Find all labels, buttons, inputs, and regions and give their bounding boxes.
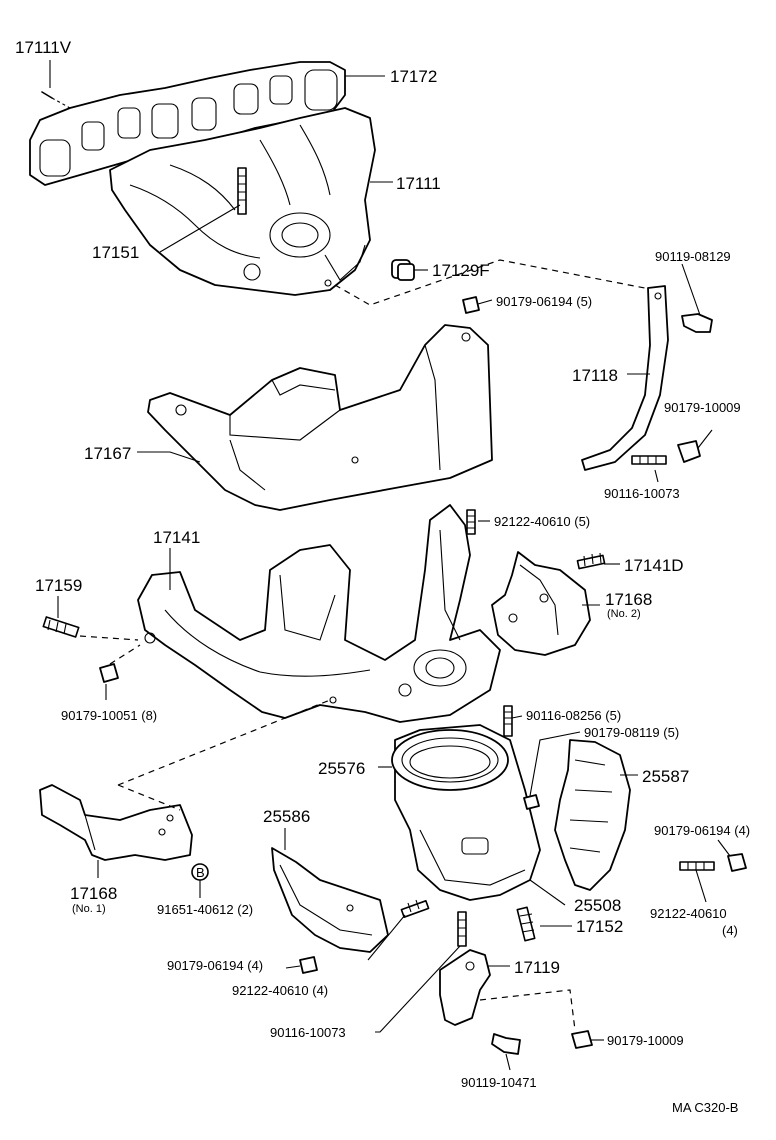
diagram-reference-code: MA C320-B bbox=[672, 1100, 738, 1115]
label-17141D: 17141D bbox=[624, 556, 684, 575]
label-92122-40610-4: 92122-40610 (4) bbox=[232, 983, 328, 998]
stud-90116-10073-b bbox=[457, 911, 467, 947]
leader-lines bbox=[57, 75, 731, 1071]
label-25587: 25587 bbox=[642, 767, 689, 786]
stud-92122-40610-b bbox=[679, 861, 715, 871]
heat-insulator-17167 bbox=[147, 324, 493, 511]
label-25576: 25576 bbox=[318, 759, 365, 778]
nut-dash-90179-10051 bbox=[109, 644, 141, 665]
bolt-90119-08129 bbox=[681, 313, 713, 333]
label-92122-40610-right-qty: (4) bbox=[722, 923, 738, 938]
label-90179-06194-5: 90179-06194 (5) bbox=[496, 294, 592, 309]
label-90179-10009-a: 90179-10009 bbox=[664, 400, 741, 415]
nut-90179-10051 bbox=[99, 663, 119, 683]
label-no1: (No. 1) bbox=[72, 903, 106, 915]
stud-17152 bbox=[516, 906, 536, 942]
label-17168-no1: 17168 bbox=[70, 884, 117, 903]
stud-92122-40610-5 bbox=[466, 509, 476, 535]
stud-17151 bbox=[237, 167, 247, 215]
clip-91651-40612: B bbox=[191, 863, 209, 881]
stud-17159 bbox=[42, 616, 80, 638]
bolt-90119-10471 bbox=[491, 1033, 521, 1055]
manifold-stay-17118 bbox=[581, 285, 669, 471]
stud-90116-08256 bbox=[503, 705, 513, 737]
label-90116-10073-a: 90116-10073 bbox=[604, 486, 680, 501]
label-90179-08119-5: 90179-08119 (5) bbox=[584, 725, 679, 740]
connector-line-top bbox=[334, 259, 656, 306]
circle-b-mark: B bbox=[196, 865, 205, 880]
heat-insulator-25586 bbox=[271, 847, 389, 953]
label-25586: 25586 bbox=[263, 807, 310, 826]
nut-90179-06194-5 bbox=[462, 296, 480, 314]
dowel-pin-17111V bbox=[41, 60, 71, 109]
label-17167: 17167 bbox=[84, 444, 131, 463]
connector-line-middle bbox=[117, 699, 331, 786]
label-17118: 17118 bbox=[572, 366, 618, 385]
bolt-90179-06194-4b bbox=[727, 853, 747, 872]
label-90116-10073-b: 90116-10073 bbox=[270, 1025, 346, 1040]
exhaust-manifold-17141 bbox=[137, 504, 501, 723]
label-90179-06194-4-left: 90179-06194 (4) bbox=[167, 958, 263, 973]
bracket-dash-line bbox=[479, 989, 576, 1031]
label-17111: 17111 bbox=[396, 174, 441, 193]
stud-17141D bbox=[576, 552, 606, 570]
label-90119-08129: 90119-08129 bbox=[655, 249, 731, 264]
nut-90179-10009-b bbox=[571, 1030, 593, 1049]
label-17172: 17172 bbox=[390, 67, 437, 86]
label-17111V: 17111V bbox=[15, 38, 72, 57]
plug-17129F bbox=[391, 259, 415, 281]
label-17152: 17152 bbox=[576, 917, 623, 936]
manifold-gasket-17172 bbox=[29, 61, 346, 186]
stud-90116-10073 bbox=[631, 455, 667, 465]
label-91651-40612-2: 91651-40612 (2) bbox=[157, 902, 253, 917]
heat-insulator-17168-no2 bbox=[491, 551, 591, 656]
stud-dash-17159 bbox=[79, 635, 139, 641]
intake-manifold-17111 bbox=[109, 107, 376, 296]
bracket-17119 bbox=[439, 949, 491, 1026]
label-17159: 17159 bbox=[35, 576, 82, 595]
label-17119: 17119 bbox=[514, 958, 560, 977]
part-labels: 17111V 17172 17111 17151 17129F 90119-08… bbox=[15, 38, 750, 1115]
label-90179-06194-4-right: 90179-06194 (4) bbox=[654, 823, 750, 838]
label-90179-10051-8: 90179-10051 (8) bbox=[61, 708, 157, 723]
nut-90179-10009 bbox=[677, 440, 701, 463]
label-no2: (No. 2) bbox=[607, 608, 641, 620]
label-17129F: 17129F bbox=[432, 261, 490, 280]
gasket-25576 bbox=[391, 729, 509, 791]
nut-90179-06194-4a bbox=[299, 956, 318, 974]
heat-insulator-17168-no1 bbox=[39, 784, 193, 861]
label-17151: 17151 bbox=[92, 243, 139, 262]
label-92122-40610-5: 92122-40610 (5) bbox=[494, 514, 590, 529]
nut-90179-08119 bbox=[523, 794, 540, 810]
connector-line-middle-2 bbox=[117, 784, 181, 811]
label-90116-08256-5: 90116-08256 (5) bbox=[526, 708, 621, 723]
label-17168-no2: 17168 bbox=[605, 590, 652, 609]
label-90179-10009-b: 90179-10009 bbox=[607, 1033, 684, 1048]
stud-92122-40610-4 bbox=[400, 899, 430, 919]
label-92122-40610-right: 92122-40610 bbox=[650, 906, 727, 921]
label-90119-10471: 90119-10471 bbox=[461, 1075, 537, 1090]
heat-insulator-25587 bbox=[554, 739, 631, 891]
label-25508: 25508 bbox=[574, 896, 621, 915]
label-17141: 17141 bbox=[153, 528, 200, 547]
